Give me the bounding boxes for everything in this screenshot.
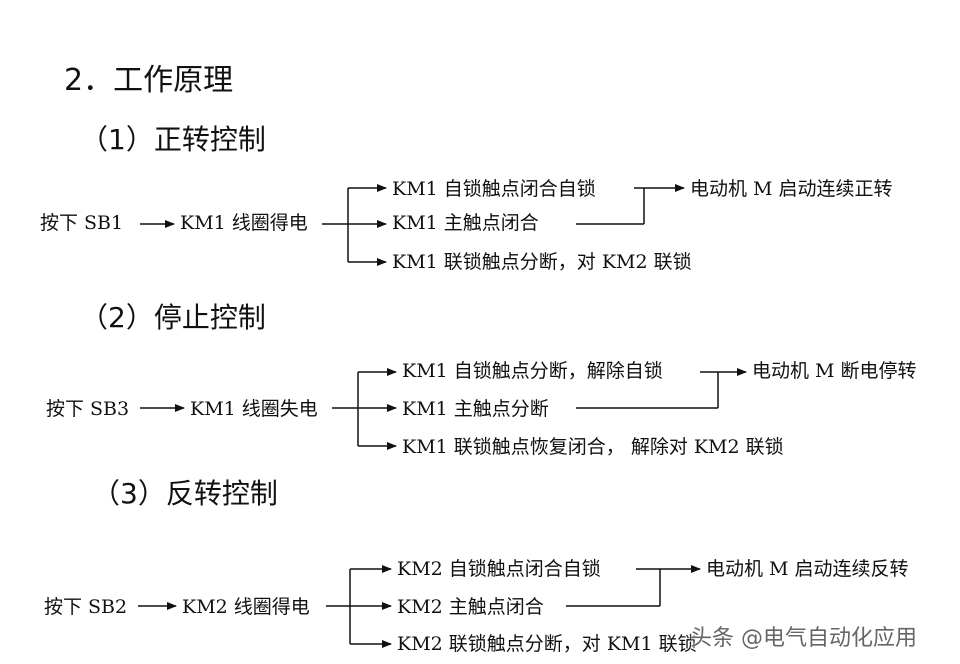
start-step: 按下 SB1 (40, 212, 124, 234)
self-lock-step: KM1 自锁触点分断，解除自锁 (402, 360, 663, 382)
start-step: 按下 SB3 (46, 398, 130, 420)
heading-reverse-control: （3）反转控制 (92, 477, 278, 510)
interlock-step: KM2 联锁触点分断，对 KM1 联锁 (397, 633, 697, 655)
heading-stop-control: （2）停止控制 (80, 301, 266, 334)
interlock-step: KM1 联锁触点分断，对 KM2 联锁 (392, 251, 692, 273)
main-contact-step: KM1 主触点闭合 (392, 212, 539, 234)
section-title: 2．工作原理 (64, 63, 234, 98)
result-step: 电动机 M 断电停转 (752, 360, 917, 382)
interlock-step: KM1 联锁触点恢复闭合， 解除对 KM2 联锁 (402, 436, 784, 458)
result-step: 电动机 M 启动连续反转 (706, 558, 909, 580)
heading-forward-control: （1）正转控制 (80, 123, 266, 156)
main-contact-step: KM2 主触点闭合 (397, 596, 544, 618)
start-step: 按下 SB2 (44, 596, 128, 618)
self-lock-step: KM1 自锁触点闭合自锁 (392, 178, 596, 200)
coil-step: KM1 线圈得电 (180, 212, 308, 234)
self-lock-step: KM2 自锁触点闭合自锁 (397, 558, 601, 580)
watermark: 头条 @电气自动化应用 (690, 626, 917, 651)
result-step: 电动机 M 启动连续正转 (690, 178, 893, 200)
coil-step: KM2 线圈得电 (182, 596, 310, 618)
main-contact-step: KM1 主触点分断 (402, 398, 549, 420)
coil-step: KM1 线圈失电 (190, 398, 318, 420)
